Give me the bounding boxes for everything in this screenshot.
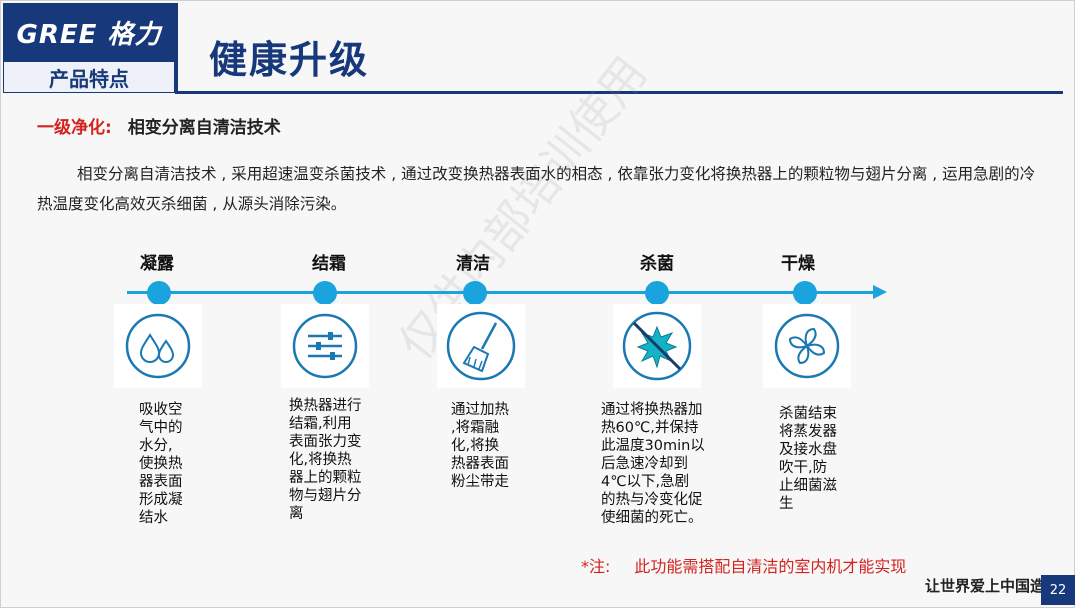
desc-line: 4℃以下,急剧 — [601, 474, 690, 490]
footnote-label: *注: — [581, 557, 611, 576]
desc-line: 杀菌结束 — [779, 406, 837, 422]
desc-line: 通过将换热器加 — [601, 402, 703, 418]
timeline-axis — [127, 291, 877, 294]
desc-line: 水分, — [139, 438, 173, 454]
footnote-text: 此功能需搭配自清洁的室内机才能实现 — [634, 557, 907, 576]
desc-line: ,将霜融 — [451, 420, 500, 436]
desc-line: 结水 — [139, 510, 168, 526]
step-desc-clean: 通过加热 ,将霜融 化,将换 热器表面 粉尘带走 — [451, 401, 509, 491]
step-label-dry: 干燥 — [781, 254, 815, 274]
desc-line: 物与翅片分 — [289, 488, 362, 504]
step-label-condense: 凝露 — [140, 254, 174, 274]
brand-name: GREE 格力 — [16, 19, 162, 50]
step-desc-dry: 杀菌结束 将蒸发器 及接水盘 吹干,防 止细菌滋 生 — [779, 405, 837, 513]
step-card-frost — [281, 304, 369, 388]
intro-paragraph: 相变分离自清洁技术 , 采用超速温变杀菌技术 , 通过改变换热器表面水的相态 ,… — [37, 165, 1036, 213]
step-card-dry — [763, 304, 851, 388]
section-tab: 产品特点 — [3, 61, 175, 93]
step-label-frost: 结霜 — [312, 254, 346, 274]
brand-logo: GREE 格力 — [3, 3, 175, 61]
step-label-sterilize: 杀菌 — [640, 254, 674, 274]
desc-line: 气中的 — [139, 420, 183, 436]
subheading-label: 一级净化: — [37, 118, 112, 138]
header-divider — [175, 3, 178, 93]
desc-line: 结霜,利用 — [289, 416, 352, 432]
desc-line: 后急速冷却到 — [601, 456, 688, 472]
desc-line: 形成凝 — [139, 492, 183, 508]
water-drops-icon — [125, 313, 191, 379]
desc-line: 将蒸发器 — [779, 424, 837, 440]
title-underline — [175, 91, 1063, 94]
step-label-clean: 清洁 — [456, 254, 490, 274]
desc-line: 表面张力变 — [289, 434, 362, 450]
fan-icon — [774, 313, 840, 379]
timeline-node — [645, 281, 669, 305]
desc-line: 的热与冷变化促 — [601, 492, 703, 508]
timeline-node — [313, 281, 337, 305]
step-desc-condense: 吸收空 气中的 水分, 使换热 器表面 形成凝 结水 — [139, 401, 183, 527]
page-title: 健康升级 — [209, 38, 370, 82]
desc-line: 换热器进行 — [289, 398, 362, 414]
desc-line: 吹干,防 — [779, 460, 828, 476]
desc-line: 通过加热 — [451, 402, 509, 418]
desc-line: 使细菌的死亡。 — [601, 510, 703, 526]
timeline-node — [793, 281, 817, 305]
desc-line: 生 — [779, 496, 794, 512]
desc-line: 止细菌滋 — [779, 478, 837, 494]
desc-line: 及接水盘 — [779, 442, 837, 458]
desc-line: 使换热 — [139, 456, 183, 472]
desc-line: 器表面 — [139, 474, 183, 490]
desc-line: 化,将换 — [451, 438, 500, 454]
footnote: *注: 此功能需搭配自清洁的室内机才能实现 — [581, 553, 906, 577]
step-card-clean — [437, 304, 525, 388]
desc-line: 此温度30min以 — [601, 438, 705, 454]
timeline-node — [463, 281, 487, 305]
step-desc-sterilize: 通过将换热器加 热60℃,并保持 此温度30min以 后急速冷却到 4℃以下,急… — [601, 401, 705, 527]
broom-icon — [446, 311, 516, 381]
page-number: 22 — [1041, 575, 1075, 605]
subheading: 一级净化: 相变分离自清洁技术 — [37, 113, 281, 138]
desc-line: 热60℃,并保持 — [601, 420, 699, 436]
no-bacteria-icon — [622, 311, 692, 381]
timeline-node — [147, 281, 171, 305]
desc-line: 吸收空 — [139, 402, 183, 418]
sliders-icon — [292, 313, 358, 379]
timeline-arrow — [873, 285, 887, 299]
desc-line: 热器表面 — [451, 456, 509, 472]
slogan-logo: 让世界爱上中国造 — [925, 577, 1046, 595]
desc-line: 离 — [289, 506, 304, 522]
subheading-tech: 相变分离自清洁技术 — [127, 118, 281, 138]
step-card-condense — [114, 304, 202, 388]
desc-line: 器上的颗粒 — [289, 470, 362, 486]
step-desc-frost: 换热器进行 结霜,利用 表面张力变 化,将换热 器上的颗粒 物与翅片分 离 — [289, 397, 362, 523]
step-card-sterilize — [613, 304, 701, 388]
desc-line: 化,将换热 — [289, 452, 352, 468]
desc-line: 粉尘带走 — [451, 474, 509, 490]
